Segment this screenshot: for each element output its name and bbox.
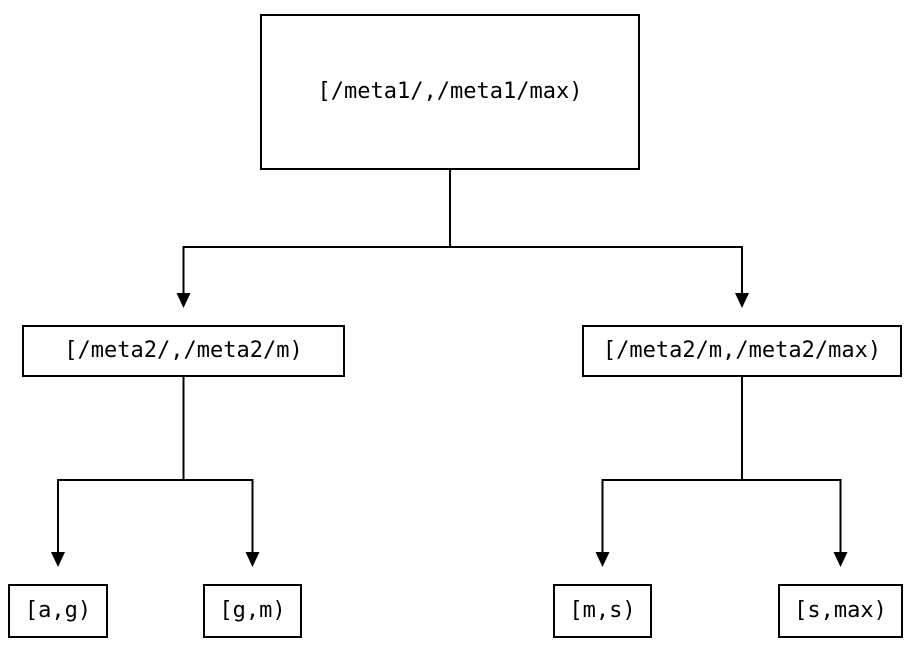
tree-node-label: [/meta1/,/meta1/max) (317, 79, 583, 104)
tree-node-meta2-high: [/meta2/m,/meta2/max) (582, 325, 902, 377)
tree-node-label: [a,g) (24, 598, 92, 623)
tree-node-label: [m,s) (569, 598, 636, 623)
tree-node-range-ag: [a,g) (8, 584, 108, 638)
arrowhead-icon (245, 552, 260, 567)
tree-node-label: [g,m) (219, 598, 286, 623)
edge-meta2-high-to-range-ms (601, 377, 743, 552)
arrowhead-icon (595, 552, 610, 567)
tree-node-label: [s,max) (794, 598, 887, 623)
edge-root-to-meta2-low (182, 170, 451, 293)
tree-node-meta2-low: [/meta2/,/meta2/m) (22, 325, 345, 377)
edge-meta2-high-to-range-smax (741, 377, 842, 552)
arrowhead-icon (735, 293, 749, 308)
tree-node-label: [/meta2/,/meta2/m) (64, 338, 303, 363)
arrowhead-icon (176, 293, 191, 308)
edge-meta2-low-to-range-gm (182, 377, 254, 552)
tree-node-range-gm: [g,m) (203, 584, 302, 638)
arrowhead-icon (833, 552, 848, 567)
tree-node-root: [/meta1/,/meta1/max) (260, 14, 640, 170)
tree-node-range-smax: [s,max) (778, 584, 903, 638)
tree-node-range-ms: [m,s) (553, 584, 652, 638)
tree-node-label: [/meta2/m,/meta2/max) (602, 338, 882, 363)
edge-meta2-low-to-range-ag (57, 377, 185, 552)
arrowhead-icon (51, 552, 65, 567)
edge-root-to-meta2-high (449, 170, 743, 293)
